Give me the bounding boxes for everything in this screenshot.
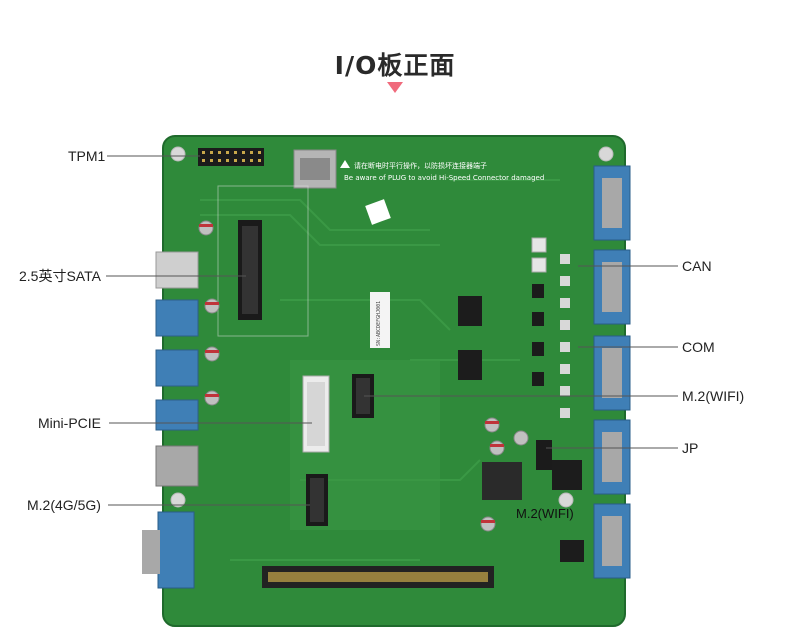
usb-port-blue-1: [155, 299, 199, 337]
callout-jp: JP: [682, 440, 699, 456]
svg-text:SN:ABCDEFGHJ001: SN:ABCDEFGHJ001: [376, 301, 382, 346]
hdmi-port: [155, 445, 199, 487]
callout-minipcie: Mini-PCIE: [38, 415, 102, 431]
board-label-m2-wifi: M.2(WIFI): [516, 506, 574, 521]
callout-m2-4g5g: M.2(4G/5G): [27, 497, 101, 513]
callout-tpm: TPM1: [68, 148, 106, 164]
callout-com: COM: [682, 339, 715, 355]
warning-cn-text: 请在断电时平行操作，以防损坏连接器端子: [354, 161, 487, 170]
usb-port-blue-2: [155, 349, 199, 387]
warning-en-text: Be aware of PLUG to avoid Hi-Speed Conne…: [344, 174, 544, 182]
callout-m2-wifi: M.2(WIFI): [682, 388, 745, 404]
serial-sticker: [370, 292, 390, 348]
usb-port-white: [155, 251, 199, 289]
callout-can: CAN: [682, 258, 712, 274]
tpm-header: [198, 148, 264, 166]
title-marker-icon: [387, 82, 403, 93]
db9-connector-left: [157, 511, 195, 589]
page-title: I/O板正面: [334, 51, 456, 80]
usb-port-blue-3: [155, 399, 199, 431]
logo-mark-icon: [365, 199, 391, 225]
db9-connectors-right: [593, 165, 631, 579]
callout-sata: 2.5英寸SATA: [19, 268, 101, 284]
